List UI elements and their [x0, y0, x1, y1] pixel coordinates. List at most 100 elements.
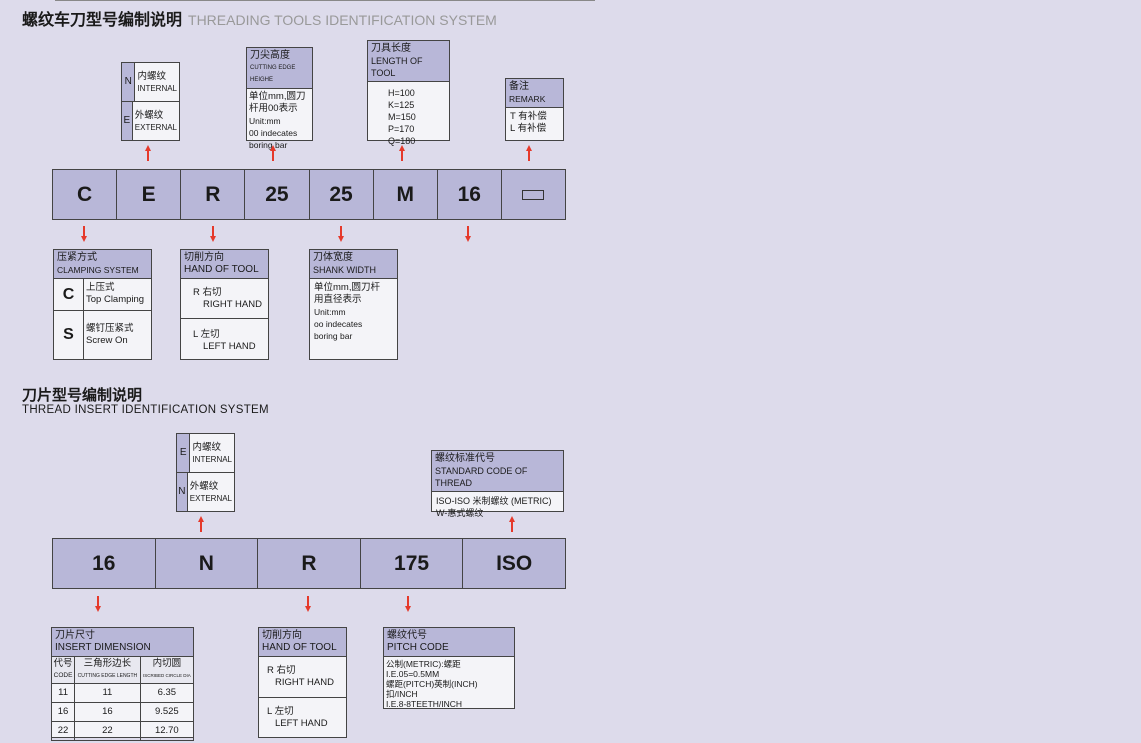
text: 6.35 [139, 683, 195, 703]
arrow-up-icon [526, 145, 532, 161]
text: CODE [53, 672, 73, 679]
divider [55, 0, 595, 1]
box-part: 内切圆 ISCRIBED CIRCLE DIA [139, 656, 195, 684]
standard-code-box: 螺纹标准代号 STANDARD CODE OF THREAD ISO-ISO 米制… [431, 450, 564, 518]
box-part: ISO-ISO 米制螺纹 (METRIC)W-惠式螺纹 [432, 492, 563, 522]
text: 单位mm,圆刀 [249, 91, 306, 102]
box-part [272, 151, 274, 161]
text: 压紧方式 [57, 252, 97, 263]
box-part [198, 516, 204, 522]
text: INTERNAL [137, 84, 177, 93]
text: 切削方向 [262, 630, 302, 641]
tool-code-bar: C E R 25 25 M 16 [52, 169, 566, 220]
box-part [399, 145, 405, 151]
text: boring bar [314, 331, 353, 341]
text: C [54, 279, 84, 310]
text: 代号 [53, 658, 73, 669]
text: INTERNAL [192, 455, 232, 464]
text: S [54, 311, 84, 359]
text: ISO-ISO 米制螺纹 (METRIC) [436, 496, 552, 506]
code: N [122, 63, 136, 101]
text: 22 [74, 721, 141, 741]
code-cell: ISO [496, 551, 533, 575]
arrow-down-icon [81, 226, 87, 242]
text: oo indecates [314, 319, 363, 329]
text: 外螺纹 [134, 110, 164, 121]
text: 螺距(PITCH)英制(INCH) [386, 679, 478, 689]
text: Screw On [86, 335, 128, 346]
text: STANDARD CODE OF THREAD [435, 466, 528, 488]
text: HAND OF TOOL [184, 264, 259, 275]
code-cell: M [374, 170, 438, 219]
text: I.E.8-8TEETH/INCH [386, 699, 463, 709]
box-part [81, 236, 87, 242]
arrow-up-icon [399, 145, 405, 161]
box-part [338, 236, 344, 242]
arrow-down-icon [405, 596, 411, 612]
text: 刀体宽度 [313, 252, 353, 263]
text: 螺纹标准代号 [435, 453, 495, 464]
text: PITCH CODE [387, 642, 449, 653]
remark-placeholder-cell [502, 170, 565, 219]
title-en: THREADING TOOLS IDENTIFICATION SYSTEM [188, 12, 497, 28]
arrow-down-icon [95, 596, 101, 612]
section2-subtitle: THREAD INSERT IDENTIFICATION SYSTEM [22, 404, 269, 416]
code-cell: 25 [310, 170, 374, 219]
text: 杆用00表示 [249, 103, 298, 114]
text: N [177, 473, 188, 511]
box-part [97, 596, 99, 606]
text: R 右切 [267, 665, 296, 676]
text: H=100 [388, 88, 415, 98]
code: E [122, 102, 133, 140]
code-cell: 16 [53, 539, 156, 588]
text: 12.70 [139, 721, 195, 741]
arrow-up-icon [270, 145, 276, 161]
text: 内切圆 [152, 658, 182, 669]
code-cell: R [181, 170, 246, 219]
box-part [145, 145, 151, 151]
text: LEFT HAND [275, 717, 328, 729]
text: 11 [50, 683, 76, 703]
code-cell: R [258, 539, 361, 588]
text: EXTERNAL [134, 123, 177, 132]
box-part: 螺纹标准代号 STANDARD CODE OF THREAD [432, 451, 563, 492]
text: ISCRIBED CIRCLE DIA [142, 673, 191, 678]
arrow-down-icon [210, 226, 216, 242]
box-part: 刀体宽度 SHANK WIDTH [310, 250, 397, 279]
text: P=170 [388, 124, 415, 134]
text: SHANK WIDTH [313, 265, 376, 275]
text: HAND OF TOOL [262, 642, 337, 653]
blank-rect-icon [522, 189, 545, 200]
text: R 右切 [193, 287, 222, 298]
box-part [200, 522, 202, 532]
arrow-up-icon [145, 145, 151, 161]
text: 刀片尺寸 [55, 630, 95, 641]
arrow-down-icon [305, 596, 311, 612]
code-cell: 175 [361, 539, 464, 588]
text: REMARK [509, 94, 546, 104]
box-part [511, 522, 513, 532]
text: 上压式 [86, 282, 115, 293]
